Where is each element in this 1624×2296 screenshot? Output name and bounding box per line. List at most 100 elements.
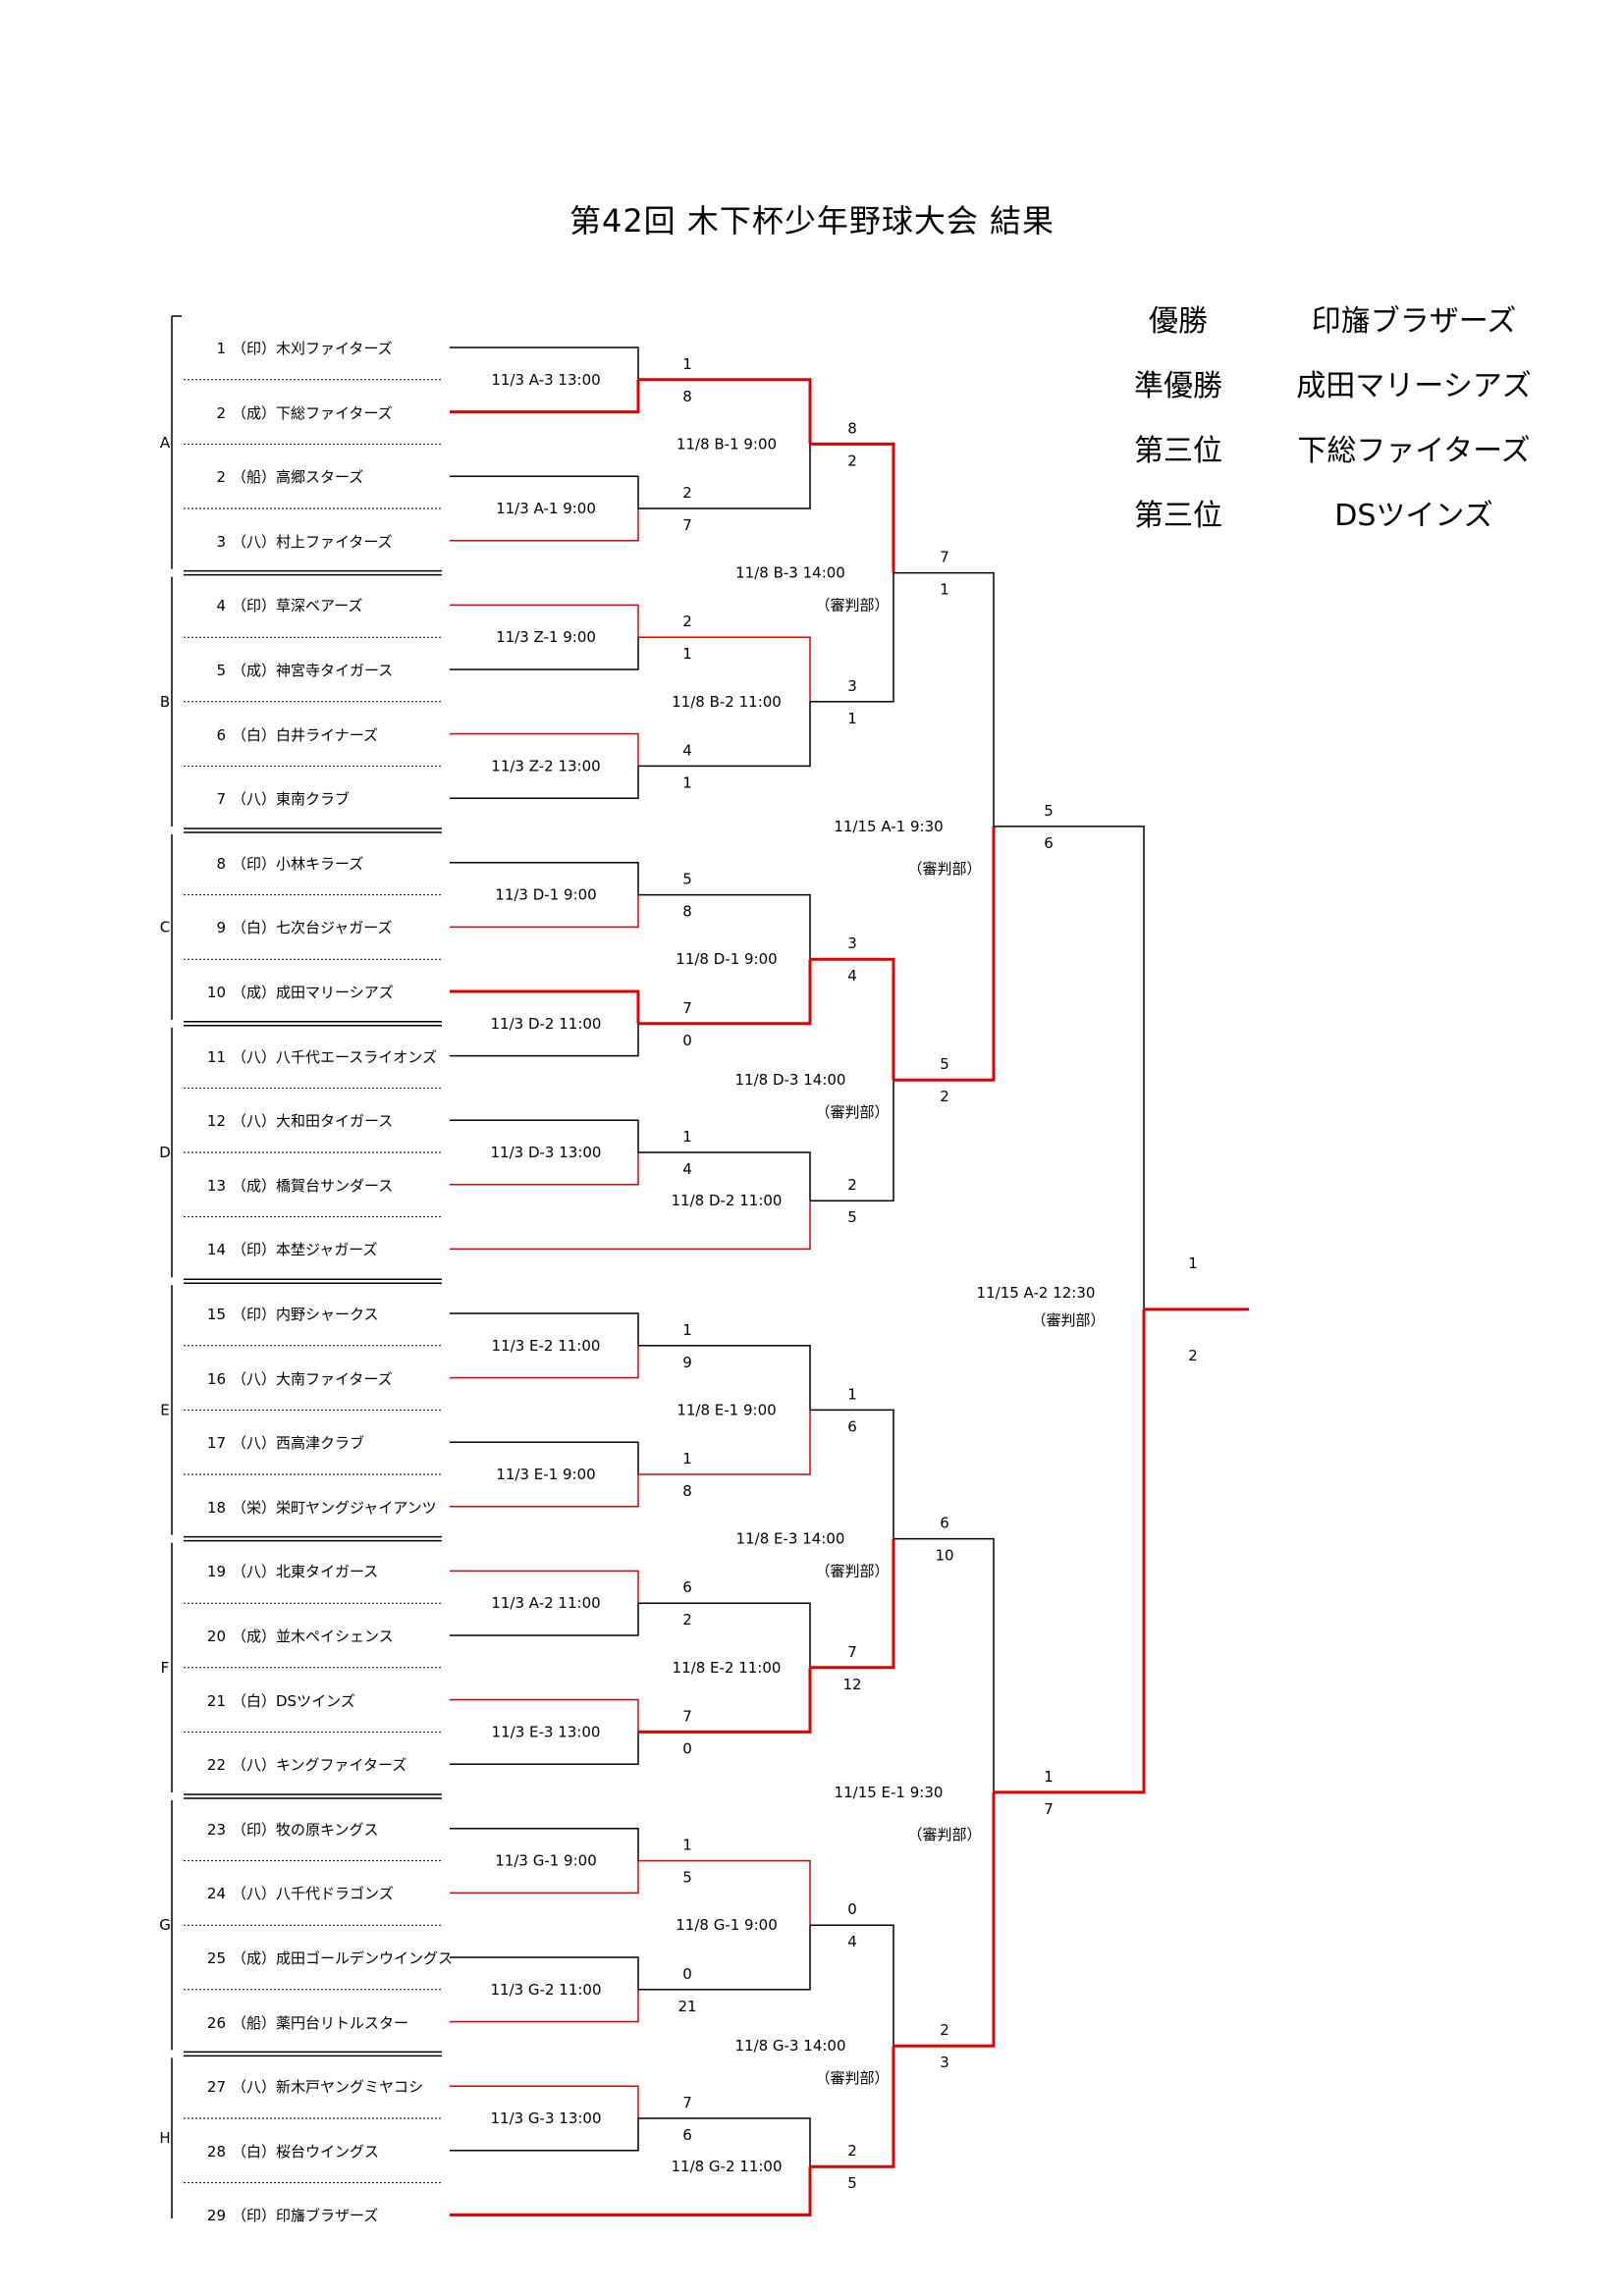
team-number: 22 xyxy=(206,1756,226,1775)
team-row: 6（白）白井ライナーズ xyxy=(192,724,378,745)
final-line-bottom xyxy=(994,1308,1146,1794)
third-place-team-2: DSツインズ xyxy=(1334,499,1493,533)
team-row: 12（八）大和田タイガース xyxy=(192,1110,393,1131)
team-name: （白）DSツインズ xyxy=(232,1691,355,1710)
round1-match-label: 11/3 G-2 11:00 xyxy=(490,1981,601,1999)
round2-score-bottom: 2 xyxy=(847,452,857,469)
semifinal-score-top: 1 xyxy=(1044,1768,1054,1786)
round3-match-note: （審判部） xyxy=(815,2069,889,2087)
round2-score-top: 2 xyxy=(847,1176,857,1194)
match-line-top xyxy=(450,1828,639,1861)
team-number: 2 xyxy=(216,403,226,422)
round1-score-bottom: 0 xyxy=(682,1739,692,1757)
round1-score-bottom: 8 xyxy=(682,1482,692,1500)
round1-score-bottom: 8 xyxy=(682,388,692,405)
semifinal-score-bottom: 6 xyxy=(1044,834,1054,852)
match-line-bottom xyxy=(638,1410,811,1475)
match-line-top xyxy=(638,378,812,445)
match-line-top xyxy=(450,989,640,1024)
team-number: 27 xyxy=(206,2078,226,2097)
match-line-top xyxy=(638,1151,811,1201)
match-line-top xyxy=(450,1312,639,1346)
team-name: （印）木刈ファイターズ xyxy=(232,340,393,357)
match-line-bottom xyxy=(638,444,811,509)
team-name: （八）北東タイガース xyxy=(232,1563,379,1581)
round1-score-bottom: 4 xyxy=(682,1160,692,1178)
round2-match-label: 11/8 E-2 11:00 xyxy=(673,1659,782,1677)
team-number: 25 xyxy=(206,1949,226,1967)
team-row: 20（成）並木ペイシェンス xyxy=(192,1626,394,1646)
team-row: 10（成）成田マリーシアズ xyxy=(192,982,394,1002)
team-number: 15 xyxy=(206,1306,226,1323)
round3-match-note: （審判部） xyxy=(815,1563,889,1580)
team-number: 19 xyxy=(206,1563,226,1581)
page-title: 第42回 木下杯少年野球大会 結果 xyxy=(568,202,1056,240)
team-number: 14 xyxy=(206,1241,226,1259)
round1-match-label: 11/3 A-1 9:00 xyxy=(496,500,596,517)
group-label-E: E xyxy=(160,1401,169,1418)
team-name: （八）大南ファイターズ xyxy=(232,1369,393,1388)
team-row: 3（八）村上ファイターズ xyxy=(192,531,392,552)
match-line-top xyxy=(638,2117,811,2167)
match-line-top xyxy=(450,732,639,767)
round2-match-label: 11/8 E-1 9:00 xyxy=(677,1401,776,1418)
team-number: 2 xyxy=(216,468,226,487)
semifinal-match-label: 11/15 E-1 9:30 xyxy=(835,1784,944,1801)
team-row: 14（印）本埜ジャガーズ xyxy=(192,1239,378,1259)
match-line-top xyxy=(638,1859,811,1926)
round2-score-bottom: 5 xyxy=(847,2174,857,2192)
round1-score-top: 6 xyxy=(682,1578,692,1596)
match-line-bottom xyxy=(638,1667,812,1734)
match-line-bottom xyxy=(893,1791,996,2048)
team-name: （八）西高津クラブ xyxy=(232,1434,365,1453)
team-row: 16（八）大南ファイターズ xyxy=(192,1368,393,1389)
team-row: 25（成）成田ゴールデンウイングス xyxy=(192,1948,453,1968)
match-line-top xyxy=(450,604,639,638)
group-label-D: D xyxy=(159,1144,171,1161)
round1-score-bottom: 9 xyxy=(682,1354,692,1371)
team-number: 4 xyxy=(216,597,226,615)
team-row: 24（八）八千代ドラゴンズ xyxy=(192,1883,394,1903)
team-number: 17 xyxy=(206,1434,226,1453)
round1-match-label: 11/3 D-3 13:00 xyxy=(491,1144,602,1161)
round3-score-top: 2 xyxy=(940,2021,949,2039)
match-line-bottom xyxy=(638,959,812,1026)
group-label-H: H xyxy=(159,2129,170,2147)
round1-match-label: 11/3 Z-1 9:00 xyxy=(496,628,596,646)
team-number: 20 xyxy=(206,1628,226,1645)
round3-match-label: 11/8 E-3 14:00 xyxy=(736,1530,845,1548)
round2-match-label: 11/8 G-2 11:00 xyxy=(671,2158,782,2175)
team-row: 5（成）神宮寺タイガース xyxy=(192,660,393,680)
match-line-bottom xyxy=(450,1603,639,1636)
match-line-top xyxy=(450,1441,639,1474)
match-line-top xyxy=(638,636,811,702)
round2-score-top: 7 xyxy=(847,1643,857,1661)
round1-score-bottom: 0 xyxy=(682,1032,692,1049)
semifinal-match-label: 11/15 A-1 9:30 xyxy=(834,818,943,835)
match-line-bottom xyxy=(450,1201,811,1251)
team-name: （成）橋賀台サンダース xyxy=(232,1176,394,1195)
round1-score-bottom: 1 xyxy=(682,645,692,663)
team-name: （白）七次台ジャガーズ xyxy=(232,919,393,937)
round1-match-label: 11/3 E-1 9:00 xyxy=(496,1466,595,1483)
semifinal-match-note: （審判部） xyxy=(907,860,981,878)
team-row: 9（白）七次台ジャガーズ xyxy=(192,917,393,937)
round2-match-label: 11/8 D-1 9:00 xyxy=(676,950,777,968)
round3-score-top: 5 xyxy=(940,1055,949,1073)
round2-score-top: 8 xyxy=(847,419,857,437)
round2-match-label: 11/8 G-1 9:00 xyxy=(676,1916,777,1934)
match-line-bottom xyxy=(450,2118,639,2152)
round1-match-label: 11/3 D-2 11:00 xyxy=(491,1015,602,1033)
team-name: （白）桜台ウイングス xyxy=(232,2142,380,2161)
round1-match-label: 11/3 G-1 9:00 xyxy=(495,1852,596,1870)
semifinal-match-note: （審判部） xyxy=(907,1826,981,1843)
round1-match-label: 11/3 E-2 11:00 xyxy=(492,1337,601,1355)
team-row: 15（印）内野シャークス xyxy=(192,1304,379,1324)
round3-match-label: 11/8 B-3 14:00 xyxy=(735,564,845,582)
match-line-top xyxy=(450,1570,639,1604)
team-number: 23 xyxy=(206,1820,226,1839)
round1-score-bottom: 5 xyxy=(682,1869,692,1887)
team-row: 28（白）桜台ウイングス xyxy=(192,2141,379,2162)
team-row: 23（印）牧の原キングス xyxy=(192,1819,379,1840)
